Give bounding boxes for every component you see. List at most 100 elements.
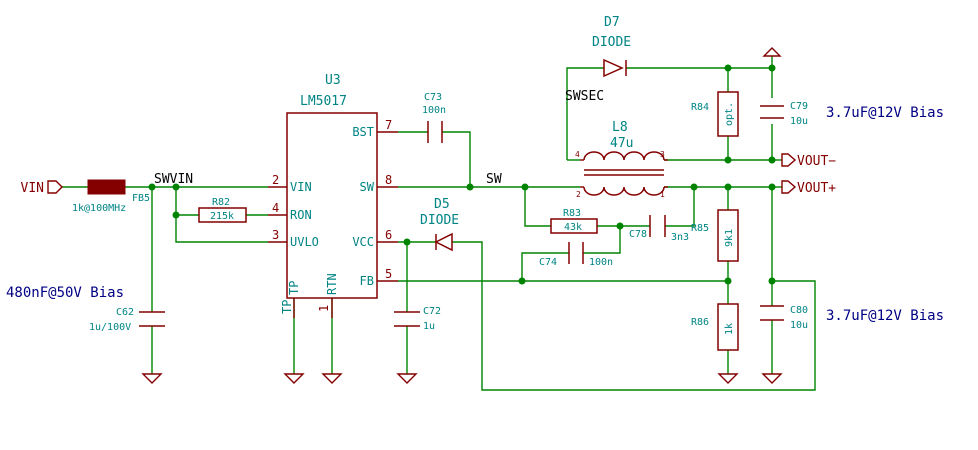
fb5-ref: FB5 (132, 193, 150, 204)
junction-dot (690, 183, 698, 191)
resistor-r82[interactable]: R82 215k (198, 197, 247, 223)
junction-dot (172, 211, 180, 219)
resistor-r86[interactable]: R86 1k (691, 303, 739, 351)
u3-pin-name: TP (287, 281, 301, 295)
fb5-value: 1k@100MHz (72, 203, 126, 214)
junction-dot (724, 156, 732, 164)
u3-pin-num: 1 (317, 305, 331, 312)
u3-pin-name: FB (360, 274, 374, 288)
l8-pin-num: 4 (575, 150, 580, 159)
l8-pin-num: 3 (660, 150, 665, 159)
ground-icon (141, 373, 163, 384)
u3-pin-name: BST (352, 125, 374, 139)
r83-ref: R83 (563, 208, 581, 219)
ic-u3[interactable]: U3 LM5017 2 VIN 4 RON 3 UVLO 7 BST 8 SW … (268, 73, 398, 318)
junction-dot (466, 183, 474, 191)
d5-ref: D5 (434, 197, 450, 212)
c73-value: 100n (422, 105, 446, 116)
inductor-l8[interactable]: L8 47u 4 3 2 1 (575, 120, 668, 199)
u3-pin-name: UVLO (290, 235, 319, 249)
port-vin[interactable]: VIN (21, 180, 63, 196)
r84-value: opt. (724, 102, 735, 126)
u3-pin-num: 4 (272, 201, 279, 215)
port-vout-pos[interactable]: VOUT+ (781, 180, 836, 196)
r82-value: 215k (210, 211, 234, 222)
junction-dot (768, 277, 776, 285)
junction-dot (768, 156, 776, 164)
capacitor-c79[interactable]: C79 10u (760, 101, 808, 127)
note-c80-bias: 3.7uF@12V Bias (826, 308, 944, 324)
u3-pin-num: 6 (385, 228, 392, 242)
capacitor-c62[interactable]: C62 1u/100V (89, 307, 165, 333)
junction-dot (724, 64, 732, 72)
c74-value: 100n (589, 257, 613, 268)
u3-pin-num: 2 (272, 173, 279, 187)
net-label-sw: SW (486, 172, 502, 187)
d7-value: DIODE (592, 35, 631, 50)
junction-dot (768, 183, 776, 191)
port-vin-label: VIN (21, 181, 44, 196)
u3-pin-num: 7 (385, 118, 392, 132)
c78-ref: C78 (629, 229, 647, 240)
junction-dot (403, 238, 411, 246)
wires (62, 56, 816, 391)
junction-dot (724, 277, 732, 285)
junction-dot (616, 222, 624, 230)
ground-icon (396, 373, 418, 384)
r86-value: 1k (724, 323, 735, 335)
u3-pin-num: 5 (385, 267, 392, 281)
u3-ref: U3 (325, 73, 341, 88)
c78-value: 3n3 (671, 232, 689, 243)
d7-ref: D7 (604, 15, 620, 30)
junction-dot (521, 183, 529, 191)
c72-value: 1u (423, 321, 435, 332)
r85-value: 9k1 (724, 229, 735, 247)
note-c79-bias: 3.7uF@12V Bias (826, 105, 944, 121)
capacitor-c73[interactable]: C73 100n (422, 92, 446, 143)
r82-ref: R82 (212, 197, 230, 208)
capacitor-c72[interactable]: C72 1u (394, 306, 441, 332)
capacitor-c78[interactable]: C78 3n3 (629, 215, 689, 243)
ground-icon (717, 373, 739, 384)
c74-ref: C74 (539, 257, 557, 268)
junction-dot (172, 183, 180, 191)
c72-ref: C72 (423, 306, 441, 317)
l8-pin-num: 2 (576, 190, 581, 199)
u3-pin-num: 8 (385, 173, 392, 187)
note-c62-bias: 480nF@50V Bias (6, 285, 124, 301)
junctions (148, 64, 776, 285)
u3-pin-name: TP (280, 300, 294, 314)
l8-pin-num: 1 (660, 190, 665, 199)
port-vout-pos-label: VOUT+ (797, 181, 836, 196)
c62-ref: C62 (116, 307, 134, 318)
capacitor-c80[interactable]: C80 10u (760, 305, 808, 331)
ferrite-bead-fb5[interactable]: FB5 1k@100MHz (72, 179, 150, 214)
u3-pin-name: RTN (325, 273, 339, 295)
diode-d7[interactable]: D7 DIODE (592, 15, 631, 78)
port-vout-neg[interactable]: VOUT− (781, 153, 836, 169)
c80-ref: C80 (790, 305, 808, 316)
d5-value: DIODE (420, 213, 459, 228)
u3-pin-name: RON (290, 208, 312, 222)
u3-pin-num: 3 (272, 228, 279, 242)
u3-pin-name: VIN (290, 180, 312, 194)
resistor-r84[interactable]: R84 opt. (691, 91, 739, 137)
diode-d5[interactable]: D5 DIODE (420, 197, 459, 252)
junction-dot (148, 183, 156, 191)
resistor-r85[interactable]: R85 9k1 (691, 209, 739, 262)
c79-value: 10u (790, 116, 808, 127)
junction-dot (768, 64, 776, 72)
junction-dot (724, 183, 732, 191)
resistor-r83[interactable]: R83 43k (550, 208, 598, 234)
ground-icon (761, 373, 783, 384)
junction-dot (518, 277, 526, 285)
u3-pin-name: SW (360, 180, 375, 194)
c79-ref: C79 (790, 101, 808, 112)
l8-ref: L8 (612, 120, 628, 135)
u3-body (286, 112, 378, 299)
u3-value: LM5017 (300, 94, 347, 109)
net-label-swvin: SWVIN (154, 172, 193, 187)
capacitor-c74[interactable]: C74 100n (539, 242, 613, 268)
